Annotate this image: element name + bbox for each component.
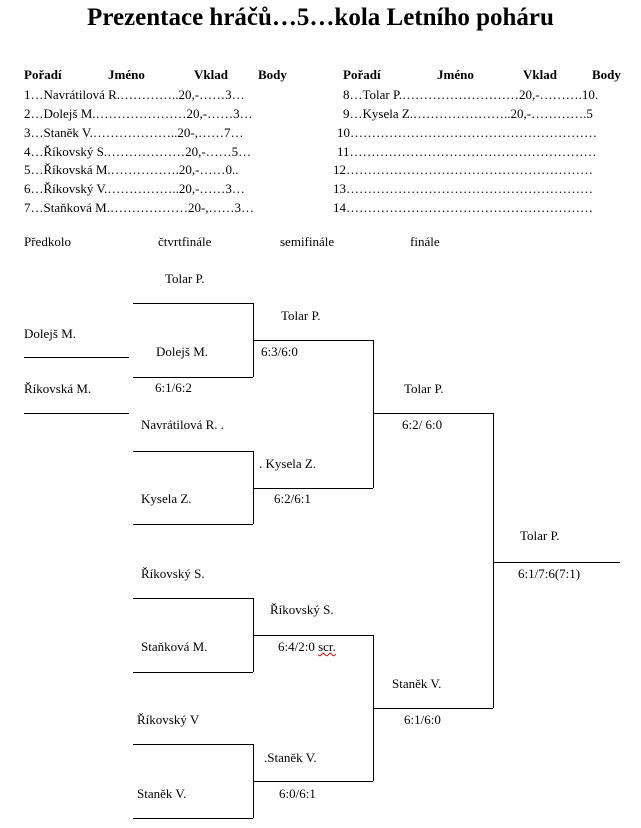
header-points-right: Body [592, 67, 621, 82]
bracket-player: Říkovská M. [24, 381, 92, 396]
bracket-player: Staněk V. [137, 786, 187, 801]
bracket-line [373, 340, 374, 488]
bracket-player: Kysela Z. [141, 491, 192, 506]
bracket-line [493, 413, 494, 708]
round-quarterfinal: čtvrtfinále [158, 234, 212, 249]
bracket-line [253, 781, 373, 782]
player-row: 3…Staněk V.………………..20-,……7… [24, 125, 244, 140]
bracket-line [24, 357, 129, 358]
empty-row: 11………………………………………………… [337, 144, 597, 159]
bracket-line [253, 340, 373, 341]
match-score: 6:2/ 6:0 [402, 417, 443, 432]
bracket-line [133, 524, 253, 525]
bracket-player: . Kysela Z. [259, 456, 317, 471]
bracket-player: .Staněk V. [264, 750, 317, 765]
match-score: 6:2/6:1 [274, 491, 311, 506]
match-score: 6:1/6:2 [155, 380, 192, 395]
bracket-line [133, 303, 253, 304]
bracket-player: Tolar P. [404, 381, 444, 396]
player-row: 7…Staňková M.………………20-,……3… [24, 200, 255, 215]
player-row: 8…Tolar P.………………………20,-……….10. [343, 87, 599, 102]
player-row: 2…Dolejš M.…………………20,-……3… [24, 106, 253, 121]
round-final: finále [410, 234, 440, 249]
player-row: 9…Kysela Z.…………………..20,-………….5 [343, 106, 593, 121]
bracket-line [133, 744, 253, 745]
bracket-player: Dolejš M. [156, 344, 208, 359]
bracket-line [493, 562, 620, 563]
bracket-line [253, 451, 254, 524]
round-preliminary: Předkolo [24, 234, 71, 249]
match-score: 6:3/6:0 [261, 344, 298, 359]
bracket-line [373, 708, 493, 709]
bracket-player: Staňková M. [141, 639, 208, 654]
bracket-player: Tolar P. [165, 271, 205, 286]
header-fee-left: Vklad [194, 67, 228, 82]
player-row: 5…Říkovská M.…………….20,-……0.. [24, 162, 239, 177]
bracket-line [133, 598, 253, 599]
winner-score: 6:1/7:6(7:1) [518, 566, 581, 581]
bracket-player: Říkovský V [137, 712, 200, 727]
match-score: 6:0/6:1 [279, 786, 316, 801]
bracket-line [253, 635, 373, 636]
bracket-player: Říkovský S. [270, 602, 334, 617]
player-row: 1…Navrátilová R.…………..20,-……3… [24, 87, 245, 102]
match-score: 6:4/2:0 scr. [278, 639, 336, 654]
player-row: 6…Říkovský V.……………..20,-……3… [24, 181, 245, 196]
winner-name: Tolar P. [520, 528, 560, 543]
header-rank-left: Pořadí [24, 67, 62, 82]
bracket-player: Říkovský S. [141, 566, 205, 581]
empty-row: 12………………………………………………… [333, 162, 593, 177]
header-name-left: Jméno [108, 67, 145, 82]
bracket-line [253, 488, 373, 489]
header-rank-right: Pořadí [343, 67, 381, 82]
header-points-left: Body [258, 67, 287, 82]
header-name-right: Jméno [437, 67, 474, 82]
bracket-player: Dolejš M. [24, 326, 76, 341]
match-score: 6:1/6:0 [404, 712, 441, 727]
empty-row: 10………………………………………………… [337, 125, 597, 140]
round-semifinal: semifinále [280, 234, 335, 249]
player-row: 4…Říkovský S.………………20,-……5… [24, 144, 252, 159]
bracket-player: Staněk V. [392, 676, 442, 691]
bracket-line [133, 451, 253, 452]
page-title: Prezentace hráčů…5…kola Letního poháru [87, 4, 554, 31]
bracket-line [373, 413, 493, 414]
bracket-player: Navrátilová R. . [141, 417, 225, 432]
empty-row: 13………………………………………………… [333, 181, 593, 196]
bracket-line [133, 818, 253, 819]
empty-row: 14………………………………………………… [333, 200, 593, 215]
header-fee-right: Vklad [523, 67, 557, 82]
bracket-player: Tolar P. [281, 308, 321, 323]
bracket-line [133, 377, 253, 378]
bracket-line [24, 413, 129, 414]
bracket-line [133, 672, 253, 673]
